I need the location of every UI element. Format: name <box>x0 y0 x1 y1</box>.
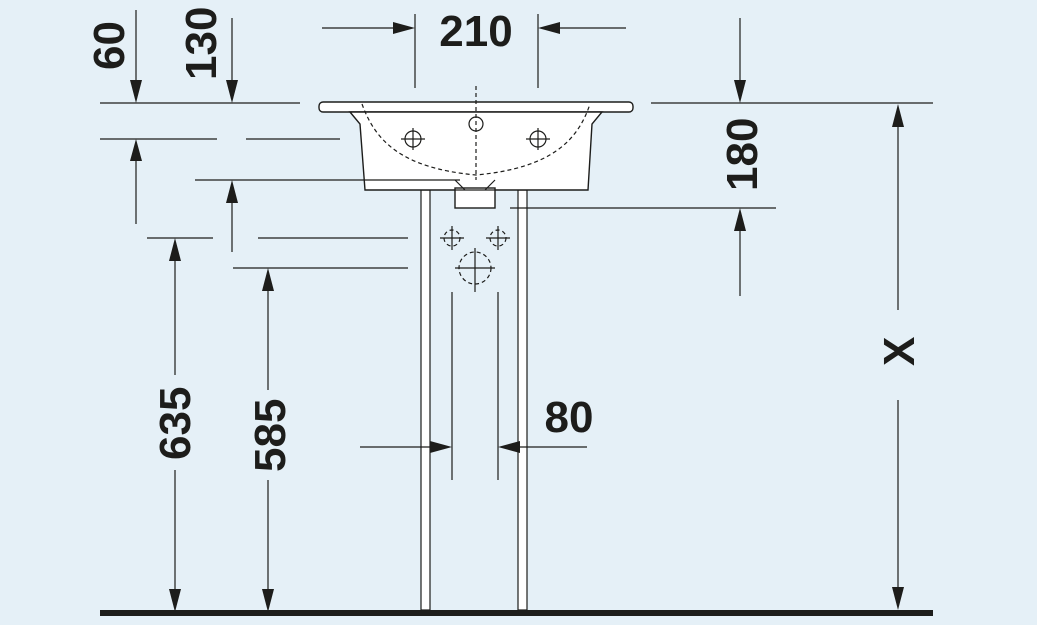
floor-line <box>100 610 933 616</box>
dim-x: X <box>875 104 924 610</box>
pedestal <box>420 189 528 611</box>
dim-label-635: 635 <box>151 387 200 460</box>
dim-label-60: 60 <box>85 21 134 70</box>
dim-210: 210 <box>322 7 626 56</box>
dim-label-130: 130 <box>177 7 226 80</box>
dim-label-80: 80 <box>545 393 594 442</box>
dim-60: 60 <box>85 10 142 224</box>
dim-130: 130 <box>177 7 238 252</box>
connection-symbols <box>440 226 510 292</box>
dim-label-180: 180 <box>718 118 767 191</box>
dim-80: 80 <box>360 393 593 453</box>
dim-label-585: 585 <box>246 399 295 472</box>
dim-585: 585 <box>246 268 295 612</box>
dim-label-x: X <box>875 337 924 366</box>
basin <box>318 86 634 209</box>
dim-635: 635 <box>151 238 200 612</box>
extension-lines <box>100 14 933 480</box>
dim-180: 180 <box>718 18 767 296</box>
dim-label-210: 210 <box>439 7 512 56</box>
